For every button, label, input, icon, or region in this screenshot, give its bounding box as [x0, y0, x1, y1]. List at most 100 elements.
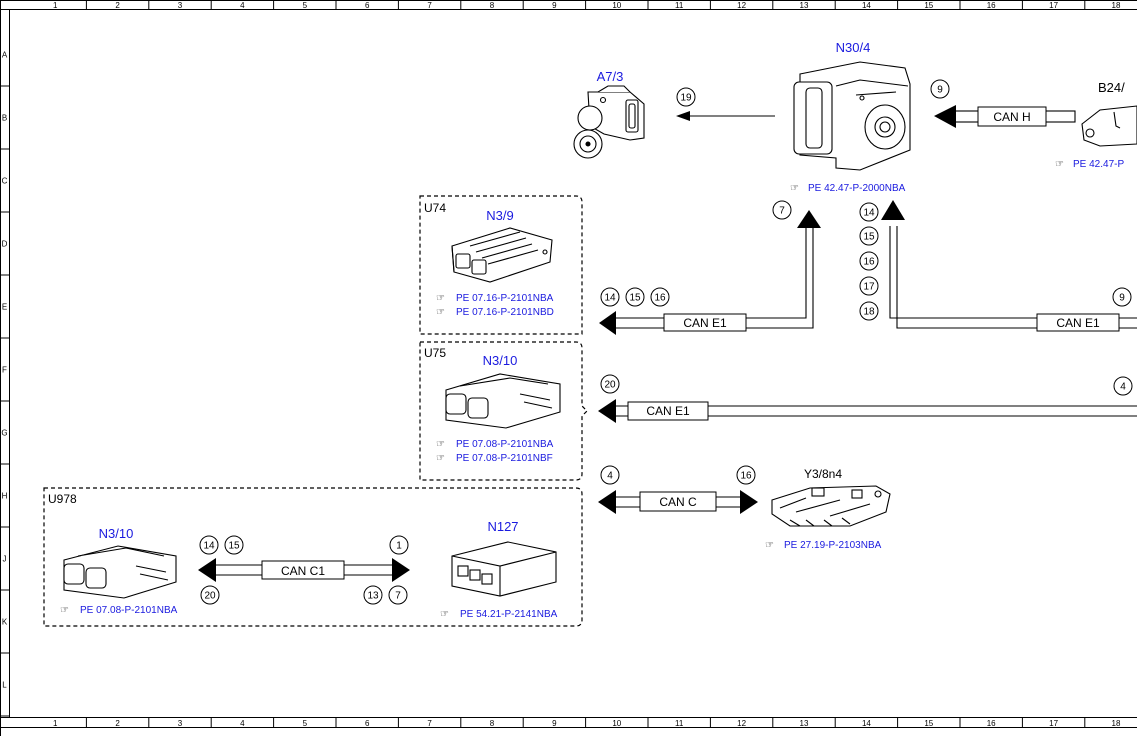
- marker-m4-g: 4: [1113, 376, 1133, 396]
- reference-link-n30-4[interactable]: PE 42.47-P-2000NBA: [808, 183, 906, 194]
- reference-n3-9-b[interactable]: ☞ PE 07.16-P-2101NBD: [436, 307, 554, 318]
- reference-link-b24[interactable]: PE 42.47-P: [1073, 159, 1124, 170]
- row-label: K: [2, 618, 8, 627]
- marker-m16-h: 16: [736, 465, 756, 485]
- reference-n3-10-u75-a[interactable]: ☞ PE 07.08-P-2101NBA: [436, 439, 554, 450]
- marker-number: 16: [740, 471, 752, 482]
- book-reference-icon: ☞: [1055, 159, 1064, 170]
- marker-circle: [859, 301, 879, 321]
- column-label: 17: [1049, 719, 1058, 728]
- row-label: G: [1, 429, 7, 438]
- marker-m20-k: 20: [200, 585, 220, 605]
- column-dividers: [85, 0, 1086, 728]
- engine-control-unit-icon: [63, 545, 177, 599]
- column-label: 15: [924, 719, 933, 728]
- marker-number: 7: [395, 591, 401, 602]
- marker-m15-e: 15: [625, 287, 645, 307]
- marker-number: 20: [604, 380, 616, 391]
- component-label-n127: N127: [487, 519, 518, 534]
- component-n127[interactable]: N127 ☞ PE 54.21-P-2141NBA: [440, 519, 558, 620]
- component-y3-8n4[interactable]: Y3/8n4 ☞ PE 27.19-P-2103NBA: [765, 467, 891, 551]
- row-label: H: [2, 492, 8, 501]
- marker-number: 17: [863, 282, 875, 293]
- reference-n127[interactable]: ☞ PE 54.21-P-2141NBA: [440, 609, 558, 620]
- marker-m17-col: 17: [859, 276, 879, 296]
- marker-m20-g: 20: [600, 374, 620, 394]
- marker-circle: [363, 585, 383, 605]
- reference-link-y3-8n4[interactable]: PE 27.19-P-2103NBA: [784, 540, 882, 551]
- row-label: J: [3, 555, 7, 564]
- marker-number: 16: [863, 257, 875, 268]
- marker-circle: [600, 374, 620, 394]
- marker-circle: [224, 535, 244, 555]
- reference-b24[interactable]: ☞ PE 42.47-P: [1055, 159, 1124, 170]
- marker-number: 20: [204, 591, 216, 602]
- component-n3-9[interactable]: N3/9 ☞ PE 07.16-P-2101NBA ☞ PE 07.16-P-2…: [436, 208, 554, 318]
- marker-number: 16: [654, 293, 666, 304]
- reference-n3-10-u75-b[interactable]: ☞ PE 07.08-P-2101NBF: [436, 453, 553, 464]
- component-label-b24: B24/: [1098, 80, 1125, 95]
- marker-circle: [859, 276, 879, 296]
- reference-n3-9-a[interactable]: ☞ PE 07.16-P-2101NBA: [436, 293, 554, 304]
- component-label-n3-9: N3/9: [486, 208, 513, 223]
- column-label: 1: [53, 719, 58, 728]
- marker-circle: [676, 87, 696, 107]
- reference-link-n3-10-u978[interactable]: PE 07.08-P-2101NBA: [80, 605, 178, 616]
- reference-link-n3-10-u75-b[interactable]: PE 07.08-P-2101NBF: [456, 453, 553, 464]
- column-label: 6: [365, 1, 370, 10]
- marker-m18-col: 18: [859, 301, 879, 321]
- marker-m4-h: 4: [600, 465, 620, 485]
- reference-n3-10-u978[interactable]: ☞ PE 07.08-P-2101NBA: [60, 605, 178, 616]
- column-label: 12: [737, 719, 746, 728]
- marker-m16-col: 16: [859, 251, 879, 271]
- column-label: 4: [240, 719, 245, 728]
- row-label: L: [2, 681, 7, 690]
- reference-n30-4[interactable]: ☞ PE 42.47-P-2000NBA: [790, 183, 906, 194]
- marker-number: 13: [367, 591, 379, 602]
- book-reference-icon: ☞: [436, 293, 445, 304]
- column-label: 13: [800, 719, 809, 728]
- marker-circle: [736, 465, 756, 485]
- book-reference-icon: ☞: [60, 605, 69, 616]
- reference-link-n3-9-b[interactable]: PE 07.16-P-2101NBD: [456, 307, 554, 318]
- column-label: 11: [675, 719, 684, 728]
- marker-circle: [859, 226, 879, 246]
- marker-number: 14: [863, 208, 875, 219]
- marker-circle: [1113, 376, 1133, 396]
- marker-circle: [200, 585, 220, 605]
- marker-circle: [772, 200, 792, 220]
- row-label: C: [2, 177, 8, 186]
- bus-can-c1: CAN C1: [198, 558, 410, 582]
- brake-booster-icon: [573, 85, 645, 159]
- column-label: 12: [737, 1, 746, 10]
- group-label-u74: U74: [424, 201, 446, 215]
- row-label: E: [2, 303, 7, 312]
- marker-circle: [388, 585, 408, 605]
- component-label-a7-3: A7/3: [597, 69, 624, 84]
- column-label: 3: [178, 1, 183, 10]
- reference-y3-8n4[interactable]: ☞ PE 27.19-P-2103NBA: [765, 540, 882, 551]
- sensor-icon: [1081, 105, 1137, 147]
- reference-link-n3-9-a[interactable]: PE 07.16-P-2101NBA: [456, 293, 554, 304]
- esp-hydraulic-unit-icon: [793, 61, 911, 171]
- marker-m14-col: 14: [859, 202, 879, 222]
- marker-m16-e: 16: [650, 287, 670, 307]
- book-reference-icon: ☞: [436, 439, 445, 450]
- component-n3-10-u978[interactable]: N3/10 ☞ PE 07.08-P-2101NBA: [60, 526, 178, 616]
- component-a7-3[interactable]: A7/3: [573, 69, 645, 159]
- book-reference-icon: ☞: [790, 183, 799, 194]
- marker-circle: [389, 535, 409, 555]
- marker-circle: [600, 465, 620, 485]
- component-b24[interactable]: B24/ ☞ PE 42.47-P: [1055, 80, 1137, 170]
- component-n3-10-u75[interactable]: N3/10 ☞ PE 07.08-P-2101NBA ☞ PE 07.08-P-…: [436, 353, 561, 464]
- component-n30-4[interactable]: N30/4 ☞ PE 42.47-P-2000NBA: [790, 40, 911, 194]
- column-label: 2: [115, 719, 120, 728]
- reference-link-n127[interactable]: PE 54.21-P-2141NBA: [460, 609, 558, 620]
- marker-number: 9: [937, 85, 943, 96]
- row-label: A: [2, 51, 8, 60]
- marker-number: 4: [607, 471, 613, 482]
- group-label-u75: U75: [424, 346, 446, 360]
- reference-link-n3-10-u75-a[interactable]: PE 07.08-P-2101NBA: [456, 439, 554, 450]
